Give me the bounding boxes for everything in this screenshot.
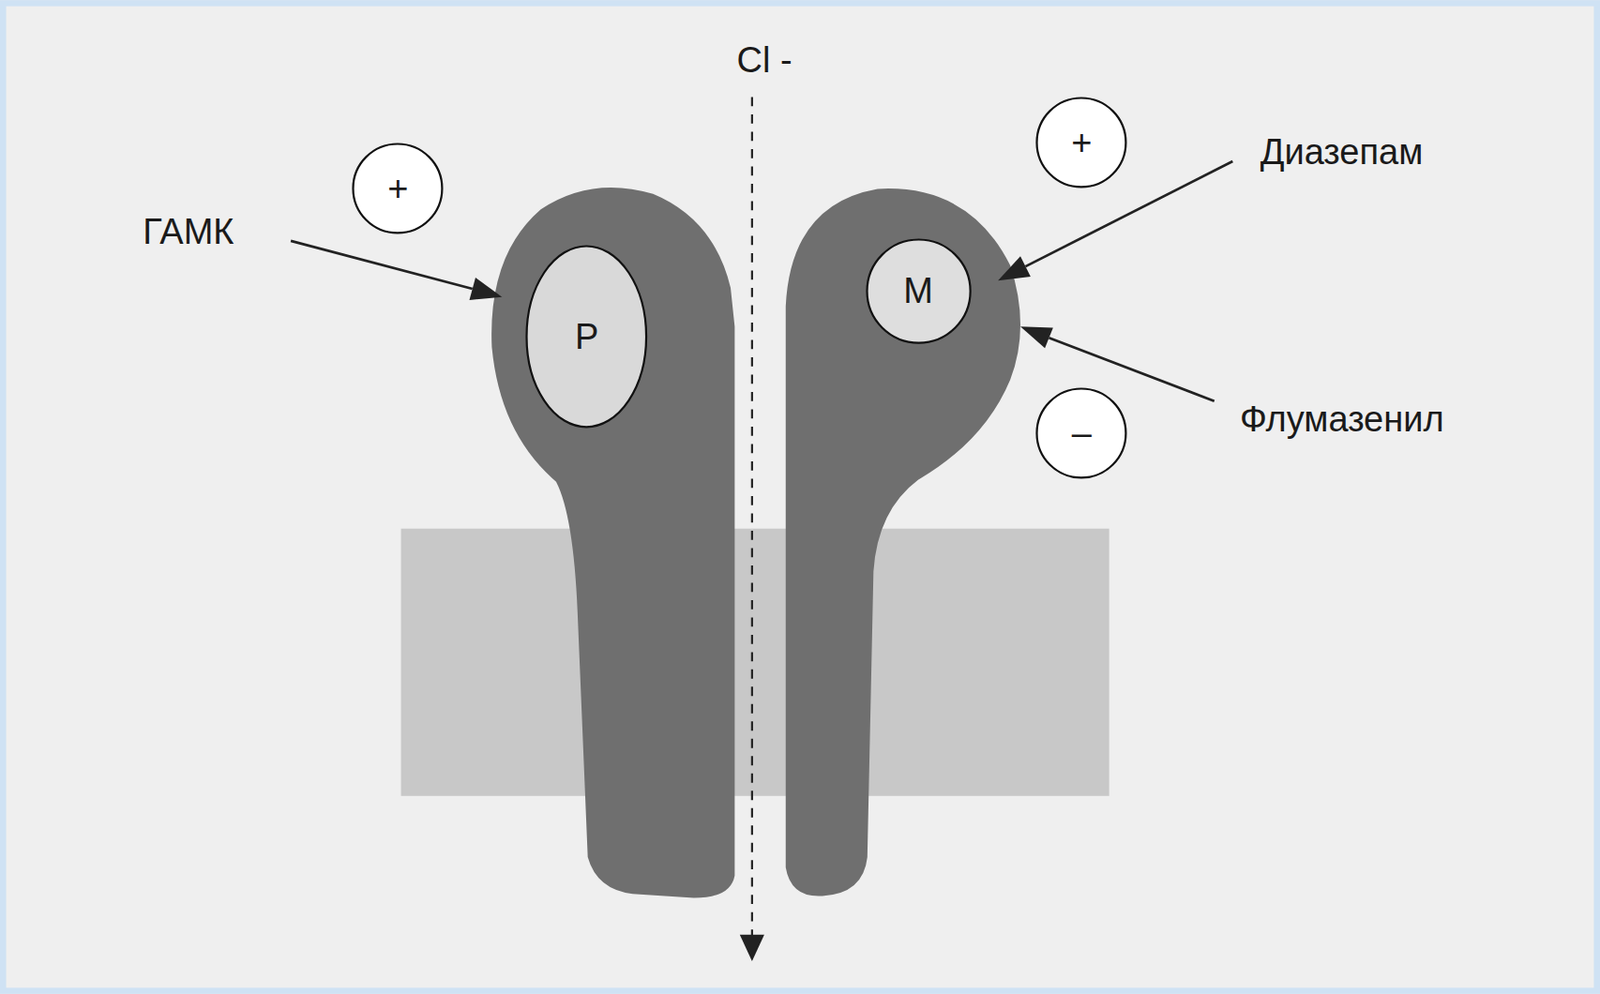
sign-circle: +	[1035, 96, 1128, 189]
node-text: +	[1071, 124, 1092, 161]
node-text: Р	[574, 318, 599, 355]
ligand-label: Диазепам	[1260, 133, 1424, 173]
ion-path	[751, 97, 754, 937]
ligand-label: ГАМК	[142, 212, 234, 253]
node-text: +	[387, 170, 408, 207]
ion-label: Cl -	[737, 41, 793, 81]
receptor-subunit	[785, 188, 1021, 896]
arrowhead	[997, 256, 1031, 281]
arrowhead	[1020, 326, 1054, 348]
node-outline-shape	[1037, 389, 1127, 479]
membrane	[401, 528, 1110, 797]
sign-circle: +	[351, 142, 444, 235]
ligand-label: Флумазенил	[1239, 400, 1445, 440]
node-text: –	[1071, 415, 1092, 452]
arrowhead	[468, 277, 502, 301]
binding-site: М	[865, 238, 972, 345]
binding-site: Р	[525, 244, 649, 429]
node-outline-shape	[866, 239, 970, 343]
node-outline-shape	[1037, 98, 1127, 188]
node-outline-shape	[353, 144, 443, 234]
node-outline-shape	[527, 246, 648, 428]
leader-line	[290, 241, 473, 289]
sign-circle: –	[1035, 387, 1128, 480]
arrowhead	[739, 935, 765, 962]
receptor-subunit	[491, 187, 735, 899]
node-text: М	[903, 272, 934, 309]
